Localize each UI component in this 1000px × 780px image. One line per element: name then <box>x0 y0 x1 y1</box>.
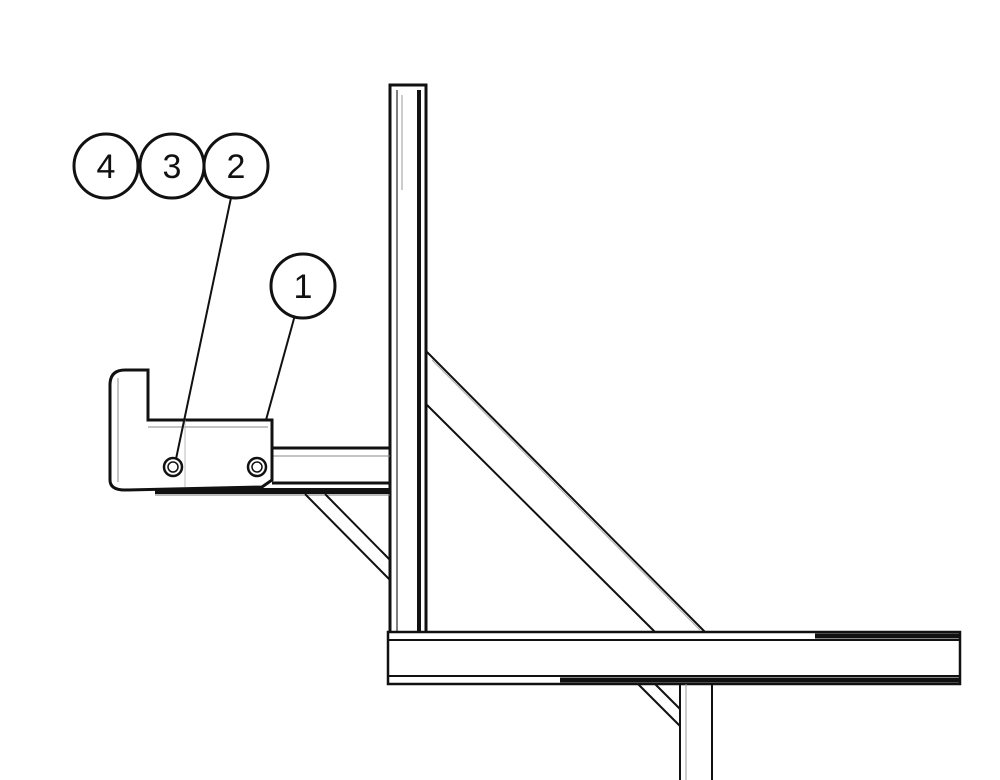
callout-balloon-3: 3 <box>138 132 206 200</box>
lower-leg <box>637 683 713 780</box>
callout-balloon-2: 2 <box>202 132 270 200</box>
callout-label-1: 1 <box>294 268 313 306</box>
leader-line-2 <box>175 192 233 460</box>
callout-balloon-4: 4 <box>72 132 140 200</box>
callout-label-4: 4 <box>97 148 116 186</box>
hook-bracket <box>108 368 274 492</box>
callout-balloon-1: 1 <box>269 252 337 320</box>
horizontal-beam <box>386 630 962 686</box>
bolt-left <box>162 456 184 478</box>
side-arm <box>155 446 390 496</box>
leader-line-1 <box>265 314 296 421</box>
callout-label-2: 2 <box>227 148 246 186</box>
callout-label-3: 3 <box>163 148 182 186</box>
vertical-post <box>388 83 428 637</box>
arm-brace <box>304 493 391 581</box>
main-diagonal-brace <box>426 351 707 634</box>
bolt-right <box>246 456 268 478</box>
